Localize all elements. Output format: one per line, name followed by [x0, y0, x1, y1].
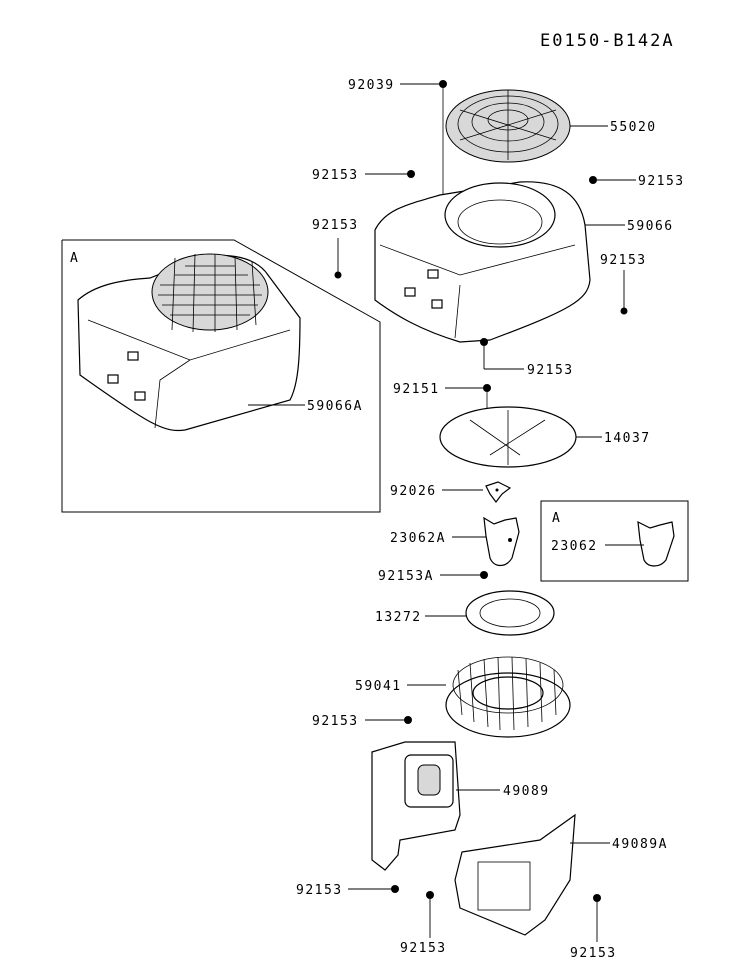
fan-group: 59041 — [355, 656, 571, 738]
label-92153-right: 92153 — [600, 253, 647, 268]
fan-plate-group: 92151 14037 — [393, 382, 651, 468]
label-92153-upper-left: 92153 — [312, 168, 359, 183]
label-92153-left: 92153 — [312, 218, 359, 233]
bolt-92153a-drawing — [480, 571, 488, 579]
label-92153-upper-right: 92153 — [638, 174, 685, 189]
label-14037: 14037 — [604, 431, 651, 446]
inset-a-large-letter: A — [70, 251, 79, 266]
inset-a-small-letter: A — [552, 511, 561, 526]
lower-cover-drawing — [454, 813, 576, 936]
label-59066: 59066 — [627, 219, 674, 234]
label-92153-cover-bottom: 92153 — [296, 883, 343, 898]
label-59041: 59041 — [355, 679, 402, 694]
label-92026: 92026 — [390, 484, 437, 499]
bracket-drawing — [483, 516, 520, 567]
bracket-group: 23062A — [390, 516, 520, 567]
label-92153a: 92153A — [378, 569, 434, 584]
diagram-title: E0150-B142A — [540, 31, 675, 51]
shroud-group: 92153 92153 59066 92153 92153 92153 — [312, 168, 685, 378]
label-13272: 13272 — [375, 610, 422, 625]
inset-a-small: A 23062 — [540, 500, 689, 582]
label-92153-lower-right: 92153 — [570, 946, 617, 961]
label-23062a: 23062A — [390, 531, 446, 546]
shroud-assembled-drawing — [77, 253, 305, 432]
label-23062: 23062 — [551, 539, 598, 554]
label-92039: 92039 — [348, 78, 395, 93]
lower-cover-group: 49089A 92153 92153 — [400, 813, 668, 961]
label-92151: 92151 — [393, 382, 440, 397]
label-55020: 55020 — [610, 120, 657, 135]
label-59066a: 59066A — [307, 399, 363, 414]
label-49089a: 49089A — [612, 837, 668, 852]
washer-group: 92026 — [390, 481, 512, 503]
inset-a-large: A 59066A — [61, 239, 381, 513]
cover-group: 92153 49089 92153 — [296, 714, 550, 898]
ring-drawing — [465, 590, 555, 636]
ring-group: 13272 — [375, 590, 555, 636]
bracket-bolt-group: 92153A — [378, 569, 488, 584]
label-49089: 49089 — [503, 784, 550, 799]
screen-group: 92039 55020 — [348, 78, 657, 205]
label-92153-bottom: 92153 — [527, 363, 574, 378]
label-92153-cover-top: 92153 — [312, 714, 359, 729]
label-92153-lower-left: 92153 — [400, 941, 447, 956]
bolt-92039-drawing — [439, 80, 447, 88]
washer-drawing — [485, 481, 512, 503]
bracket-drawing-small — [637, 520, 675, 567]
